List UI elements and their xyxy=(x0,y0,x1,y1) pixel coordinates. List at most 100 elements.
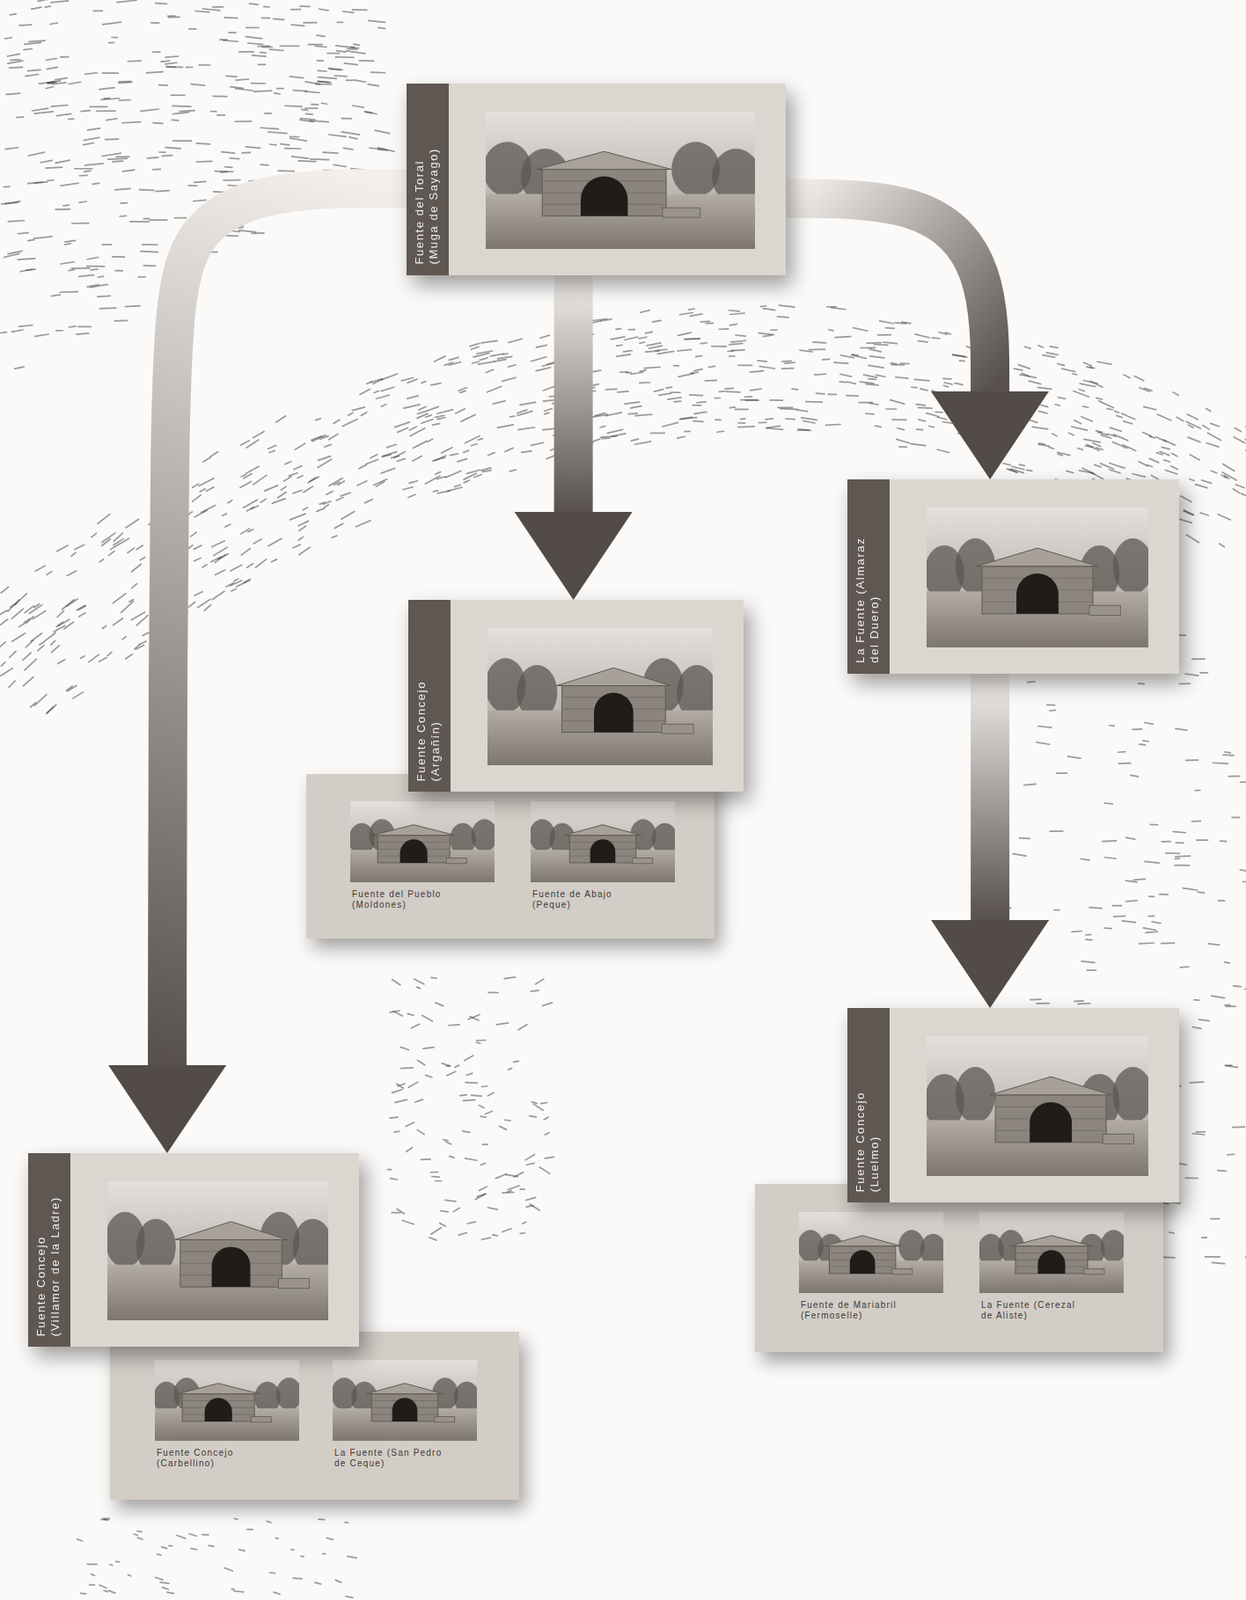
texture-dash xyxy=(239,230,257,233)
texture-dash xyxy=(193,199,206,201)
fountain-arch xyxy=(212,1246,251,1288)
water-trough xyxy=(632,857,653,864)
texture-dash xyxy=(403,487,413,491)
texture-dash xyxy=(616,344,623,346)
texture-dash xyxy=(714,397,720,400)
texture-dash xyxy=(518,1025,528,1031)
texture-dash xyxy=(476,1040,486,1042)
texture-dash xyxy=(601,319,612,322)
texture-dash xyxy=(238,1550,245,1552)
texture-dash xyxy=(1042,355,1056,358)
texture-dash xyxy=(29,40,45,42)
texture-dash xyxy=(130,220,149,223)
texture-dash xyxy=(630,439,638,441)
texture-dash xyxy=(203,457,211,462)
texture-dash xyxy=(628,412,638,416)
texture-dash xyxy=(744,395,752,398)
texture-dash xyxy=(1098,432,1108,435)
texture-dash xyxy=(261,16,270,19)
texture-dash xyxy=(59,291,78,294)
texture-dash xyxy=(102,533,116,543)
texture-dash xyxy=(1112,905,1122,908)
fountain-photo xyxy=(926,1036,1149,1177)
texture-dash xyxy=(437,410,454,415)
texture-dash xyxy=(677,349,692,352)
texture-dash xyxy=(1056,772,1068,775)
texture-dash xyxy=(690,371,699,374)
texture-dash xyxy=(352,105,365,108)
texture-dash xyxy=(1150,824,1158,827)
texture-dash xyxy=(487,386,502,393)
texture-dash xyxy=(101,1519,110,1522)
texture-dash xyxy=(480,1116,486,1118)
texture-dash xyxy=(28,239,35,242)
texture-dash xyxy=(394,451,405,458)
texture-dash xyxy=(340,492,351,497)
texture-dash xyxy=(943,421,953,424)
texture-dash xyxy=(280,144,290,146)
texture-dash xyxy=(376,395,390,399)
texture-dash xyxy=(320,436,329,440)
texture-dash xyxy=(230,580,242,587)
texture-dash xyxy=(378,27,386,29)
texture-dash xyxy=(874,425,881,427)
texture-dash xyxy=(55,160,70,163)
texture-dash xyxy=(115,188,131,191)
texture-dash xyxy=(446,1065,451,1068)
texture-dash xyxy=(168,16,180,19)
texture-dash xyxy=(230,87,243,89)
texture-dash xyxy=(0,662,6,667)
texture-dash xyxy=(253,432,264,439)
texture-dash xyxy=(1121,921,1136,924)
texture-dash xyxy=(481,1085,487,1088)
texture-dash xyxy=(1143,740,1149,742)
texture-dash xyxy=(408,1082,418,1088)
texture-dash xyxy=(285,104,302,108)
fountain-wall xyxy=(982,566,1093,615)
texture-dash xyxy=(120,202,127,205)
texture-dash xyxy=(1219,543,1225,548)
texture-dash xyxy=(1046,352,1058,356)
texture-dash xyxy=(507,1191,513,1194)
texture-dash xyxy=(485,369,493,373)
texture-dash xyxy=(231,1588,235,1591)
texture-dash xyxy=(502,1229,512,1233)
texture-dash xyxy=(19,623,25,628)
texture-dash xyxy=(329,433,338,440)
texture-dash xyxy=(333,419,340,424)
texture-dash xyxy=(288,473,298,477)
texture-dash xyxy=(1222,472,1237,481)
texture-dash xyxy=(194,510,207,517)
texture-dash xyxy=(172,105,191,108)
texture-dash xyxy=(102,72,118,74)
texture-dash xyxy=(481,340,498,343)
texture-dash xyxy=(883,342,898,345)
texture-dash xyxy=(329,68,341,70)
texture-dash xyxy=(989,397,998,399)
texture-dash xyxy=(435,471,441,475)
texture-dash xyxy=(223,40,239,42)
texture-dash xyxy=(334,74,347,78)
texture-dash xyxy=(128,1575,132,1576)
texture-dash xyxy=(152,51,161,53)
texture-dash xyxy=(266,1521,271,1524)
texture-dash xyxy=(364,111,372,113)
texture-dash xyxy=(1151,922,1161,924)
texture-dash xyxy=(635,414,653,417)
fountain-photo xyxy=(332,1360,477,1442)
texture-dash xyxy=(899,446,907,448)
water-trough xyxy=(1084,1268,1105,1275)
texture-dash xyxy=(594,413,605,417)
texture-dash xyxy=(108,158,128,160)
texture-dash xyxy=(264,485,279,492)
texture-dash xyxy=(301,109,308,112)
texture-dash xyxy=(535,367,550,372)
texture-dash xyxy=(914,379,930,381)
texture-dash xyxy=(165,62,177,65)
texture-dash xyxy=(97,276,103,278)
texture-dash xyxy=(342,419,358,427)
texture-dash xyxy=(253,475,267,485)
texture-dash xyxy=(440,1210,448,1214)
texture-dash xyxy=(1239,870,1246,873)
texture-dash xyxy=(22,677,34,687)
